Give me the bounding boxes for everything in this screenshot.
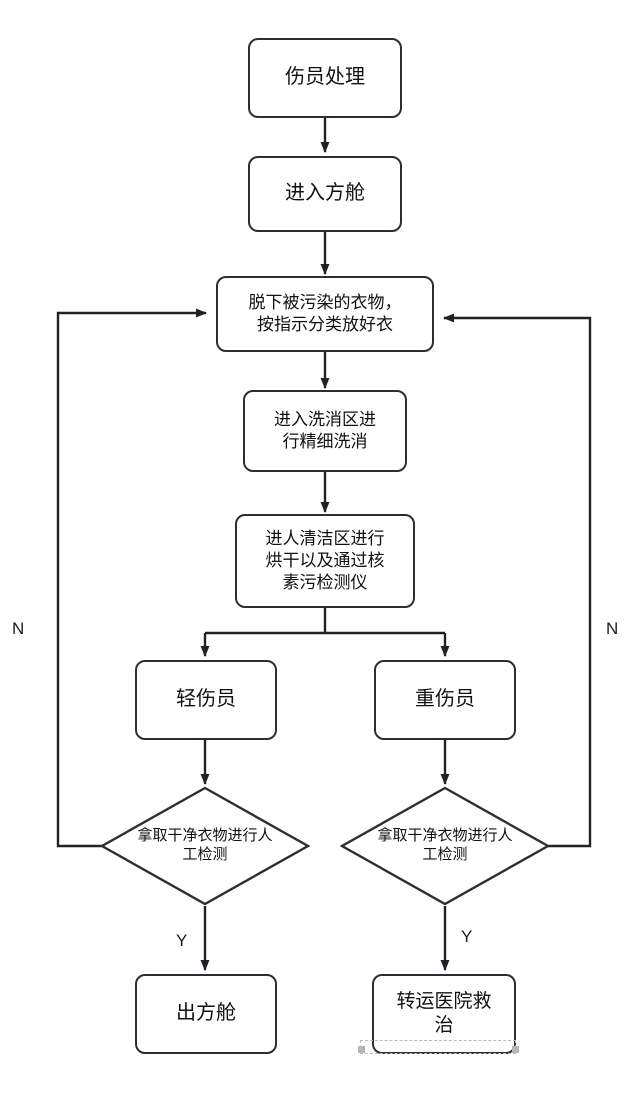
node-process-severe-casualty[interactable]: 重伤员 [374,660,516,740]
node-label: 拿取干净衣物进行人 工检测 [377,827,513,863]
selection-handle-left[interactable] [358,1046,365,1053]
node-process-enter-cabin[interactable]: 进入方舱 [248,156,402,232]
node-label: 拿取干净衣物进行人 工检测 [137,827,273,863]
node-label: 轻伤员 [176,688,236,711]
selection-handle-right[interactable] [512,1046,519,1053]
node-process-exit-cabin[interactable]: 出方舱 [135,974,277,1054]
node-process-casualty-treatment[interactable]: 伤员处理 [248,38,402,118]
edge-label-left-no: N [12,619,25,638]
node-label: 出方舱 [176,1002,236,1025]
node-label: 转运医院救 治 [396,990,492,1036]
edge-n8-n3-no [56,308,207,848]
node-process-fine-decontamination[interactable]: 进入洗消区进 行精细洗消 [243,390,407,472]
diamond-shape [340,786,550,906]
edge-label-right-no: N [606,619,619,638]
diamond-shape [100,786,310,906]
node-decision-manual-check-severe[interactable]: 拿取干净衣物进行人 工检测 [340,786,550,906]
node-label: 伤员处理 [285,66,365,89]
node-label: 进入洗消区进 行精细洗消 [274,410,376,451]
node-process-transfer-to-hospital[interactable]: 转运医院救 治 [372,974,516,1054]
node-process-remove-contaminated-clothing[interactable]: 脱下被污染的衣物， 按指示分类放好衣 [216,276,434,352]
node-label: 脱下被污染的衣物， 按指示分类放好衣 [248,293,402,334]
edge-label-left-yes: Y [176,931,188,950]
edge-n9-n3-no [443,313,592,848]
edge-label-right-yes: Y [461,927,473,946]
node-process-minor-casualty[interactable]: 轻伤员 [135,660,277,740]
node-process-clean-zone-drying-detection[interactable]: 进人清洁区进行 烘干以及通过核 素污检测仪 [235,514,415,608]
node-label: 重伤员 [415,688,475,711]
node-decision-manual-check-minor[interactable]: 拿取干净衣物进行人 工检测 [100,786,310,906]
node-label: 进入方舱 [285,182,365,205]
node-label: 进人清洁区进行 烘干以及通过核 素污检测仪 [265,529,385,592]
